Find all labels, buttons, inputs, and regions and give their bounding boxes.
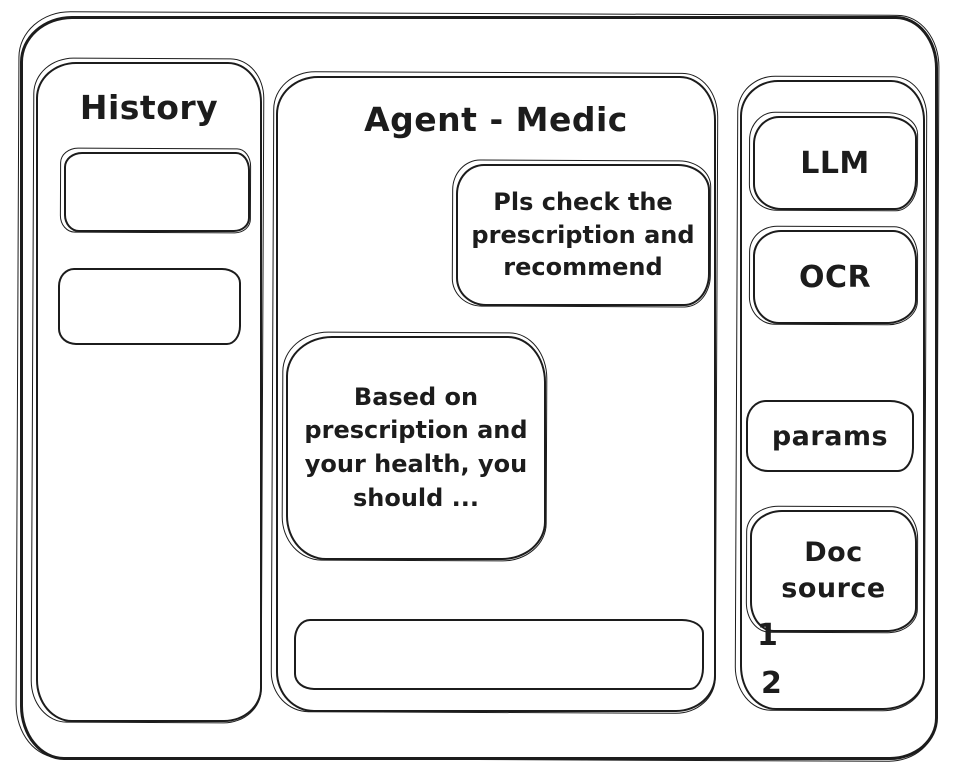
message-input[interactable] <box>294 619 704 690</box>
history-title: History <box>79 88 219 127</box>
llm-button[interactable]: LLM <box>753 116 917 210</box>
doc-source-item-1[interactable]: 1 <box>757 618 778 653</box>
history-item[interactable] <box>64 152 250 232</box>
agent-message-bubble: Based on prescription and your health, y… <box>286 336 546 560</box>
ocr-button-label: OCR <box>798 259 872 295</box>
doc-source-button-label: Doc source <box>781 536 886 604</box>
params-button[interactable]: params <box>746 400 914 472</box>
ocr-button[interactable]: OCR <box>753 230 917 324</box>
doc-source-button[interactable]: Doc source <box>750 510 917 632</box>
user-message-bubble: Pls check the prescription and recommend <box>456 164 710 306</box>
chat-panel: Agent - Medic Pls check the prescription… <box>276 76 716 712</box>
app-window-frame <box>20 16 938 760</box>
doc-source-item-2[interactable]: 2 <box>761 666 782 701</box>
agent-message-text: Based on prescription and your health, y… <box>304 382 528 512</box>
llm-button-label: LLM <box>800 145 870 181</box>
history-item[interactable] <box>58 268 241 345</box>
chat-title: Agent - Medic <box>364 100 628 139</box>
history-sidebar: History <box>36 62 262 722</box>
params-button-label: params <box>771 420 889 452</box>
tools-sidebar: LLM OCR params Doc source 1 2 <box>740 80 925 710</box>
user-message-text: Pls check the prescription and recommend <box>471 188 695 282</box>
